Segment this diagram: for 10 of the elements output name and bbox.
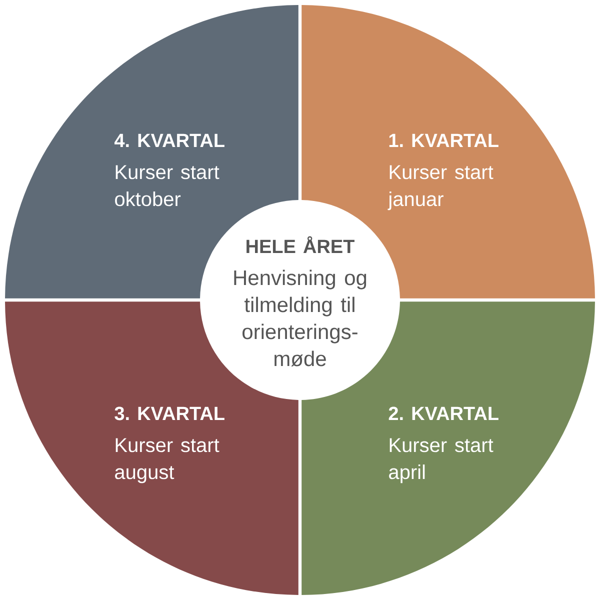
heading: 4. KVARTAL bbox=[114, 134, 224, 147]
heading: HELE ÅRET bbox=[246, 236, 354, 253]
body-text: Henvisning og tilmelding til orienterings-møde bbox=[234, 270, 366, 366]
body-text: Kurser start januar bbox=[388, 165, 494, 210]
heading: 1. KVARTAL bbox=[389, 134, 498, 147]
body-text: Kurser start april bbox=[389, 438, 494, 484]
heading: 2. KVARTAL bbox=[388, 406, 498, 420]
heading: 3. KVARTAL bbox=[114, 406, 224, 420]
body-text: Kurser start august bbox=[115, 438, 220, 484]
body-text: Kurser start oktober bbox=[115, 165, 220, 206]
